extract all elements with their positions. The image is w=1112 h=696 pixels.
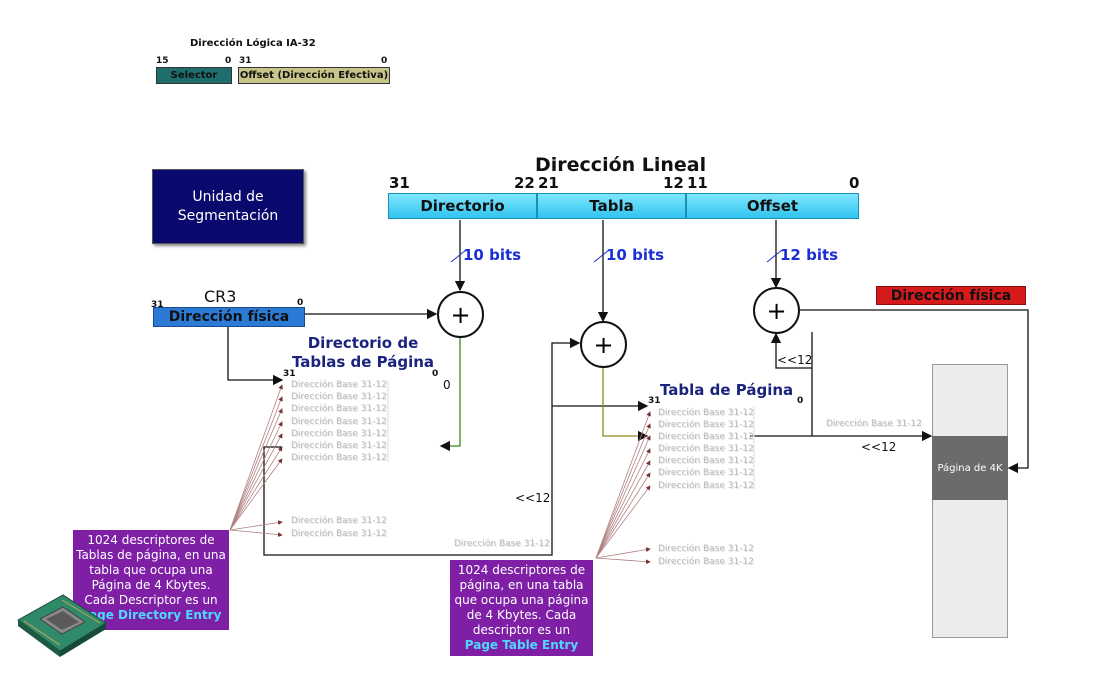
selector-bit-lo: 0 (225, 56, 232, 66)
pte-entry: Dirección Base 31-12 (658, 408, 754, 418)
lin-bit-31: 31 (389, 174, 410, 192)
offset-linear-field: Offset (686, 193, 859, 219)
lin-bit-11: 11 (687, 174, 708, 192)
pde-entry: Dirección Base 31-12 (291, 453, 387, 463)
note-pd-text: 1024 descriptores de Tablas de página, e… (76, 533, 226, 607)
pde-entry: Dirección Base 31-12 (291, 429, 387, 439)
adder2-output-line (602, 367, 649, 442)
physical-memory (932, 364, 1008, 638)
bits-directorio: 10 bits (463, 246, 522, 264)
pde-entry: Dirección Base 31-12 (291, 516, 387, 526)
physical-address-label: Dirección física (876, 286, 1026, 305)
note-page-table: 1024 descriptores de página, en una tabl… (450, 560, 593, 656)
pte-entry: Dirección Base 31-12 (658, 557, 754, 567)
offset-bit-lo: 0 (381, 56, 388, 66)
cr3-bit-hi: 31 (151, 300, 164, 310)
cpu-chip-image (17, 594, 107, 657)
pdir-shift-label: <<12 (515, 491, 551, 505)
pde-entry: Dirección Base 31-12 (291, 417, 387, 427)
pde-entry: Dirección Base 31-12 (291, 529, 387, 539)
selector-bit-hi: 15 (156, 56, 169, 66)
logical-address-title: Dirección Lógica IA-32 (190, 38, 316, 49)
pte-entry: Dirección Base 31-12 (658, 444, 754, 454)
page-table-title: Tabla de Página (660, 381, 794, 399)
pte-to-adder3-line (770, 332, 812, 369)
pte-entry-floating: Dirección Base 31-12 (826, 419, 922, 429)
pte-entry: Dirección Base 31-12 (658, 420, 754, 430)
lin-bit-21: 21 (538, 174, 559, 192)
tabla-field: Tabla (537, 193, 686, 219)
page-directory-title: Directorio de Tablas de Página (291, 334, 435, 371)
cr3-bit-lo: 0 (297, 298, 304, 308)
cr3-to-pdir-line (227, 326, 284, 386)
adder3-to-page-line (799, 309, 1029, 474)
adder1-output-line (439, 338, 461, 452)
selector-field: Selector (156, 67, 232, 84)
offset-bit-hi: 31 (239, 56, 252, 66)
pde-entry: Dirección Base 31-12 (291, 404, 387, 414)
pte-entry: Dirección Base 31-12 (658, 544, 754, 554)
pdir-bit-hi: 31 (283, 369, 296, 379)
pde-entry: Dirección Base 31-12 (291, 392, 387, 402)
ptab-shift-up-label: <<12 (777, 353, 813, 367)
cr3-register: Dirección física (153, 307, 305, 327)
lin-bit-22: 22 (514, 174, 535, 192)
adder-tabla: + (580, 321, 627, 368)
lin-bit-0: 0 (849, 174, 860, 192)
offset-field: Offset (Dirección Efectiva) (238, 67, 390, 84)
cr3-label: CR3 (204, 287, 237, 306)
ptab-shift-right-label: <<12 (861, 440, 897, 454)
pdir-zero: 0 (443, 378, 451, 392)
pde-entry: Dirección Base 31-12 (291, 380, 387, 390)
pte-entry: Dirección Base 31-12 (658, 481, 754, 491)
pdir-bit-lo: 0 (432, 369, 439, 379)
ptab-bit-hi: 31 (648, 396, 661, 406)
adder-directorio: + (437, 291, 484, 338)
pte-entry: Dirección Base 31-12 (658, 468, 754, 478)
ptab-bit-lo: 0 (797, 396, 804, 406)
pte-entry: Dirección Base 31-12 (658, 456, 754, 466)
note-page-directory: 1024 descriptores de Tablas de página, e… (73, 530, 229, 630)
linear-address-title: Dirección Lineal (535, 154, 707, 176)
note-pd-highlight: Page Directory Entry (80, 608, 222, 622)
pde-to-adder2-line (263, 337, 581, 556)
lin-bit-12: 12 (663, 174, 684, 192)
note-pt-text: 1024 descriptores de página, en una tabl… (454, 563, 589, 637)
pt-fan-lines (595, 411, 651, 565)
pd-fan-lines (229, 384, 283, 538)
bits-offset: 12 bits (780, 246, 839, 264)
pde-entry: Dirección Base 31-12 (291, 441, 387, 451)
bits-tabla: 10 bits (606, 246, 665, 264)
note-pt-highlight: Page Table Entry (464, 638, 579, 652)
adder-offset: + (753, 287, 800, 334)
page-4k: Página de 4K (932, 436, 1008, 500)
segmentation-unit: Unidad de Segmentación (152, 169, 304, 244)
directorio-field: Directorio (388, 193, 537, 219)
pte-entry: Dirección Base 31-12 (658, 432, 754, 442)
pde-entry-floating: Dirección Base 31-12 (454, 539, 550, 549)
